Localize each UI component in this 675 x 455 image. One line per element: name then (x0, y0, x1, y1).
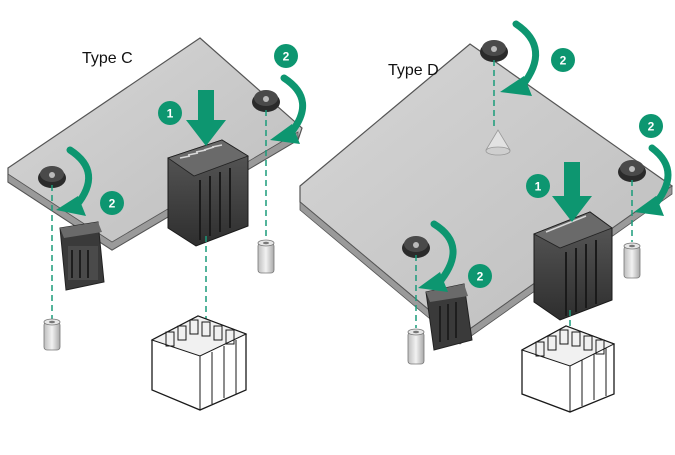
thumbscrew-icon (38, 166, 66, 188)
edge-connector-type-d (425, 283, 473, 351)
connector-icon (150, 315, 248, 411)
thumbscrew-icon (402, 236, 430, 258)
rotate-arrowhead-icon (270, 124, 300, 144)
step-badge-1: 1 (526, 174, 550, 198)
insert-arrow-icon (552, 162, 592, 222)
svg-text:1: 1 (167, 107, 174, 121)
panel-type-c: 1 2 2 (7, 37, 307, 411)
step-badge-1: 1 (158, 101, 182, 125)
rotate-arrow-icon (512, 20, 539, 90)
svg-text:2: 2 (283, 50, 290, 64)
edge-connector-type-c (59, 221, 105, 291)
rotate-arrowhead-icon (500, 76, 532, 96)
post-icon (485, 129, 511, 156)
rotate-arrow-icon (430, 220, 457, 288)
svg-text:2: 2 (109, 197, 116, 211)
svg-text:1: 1 (535, 180, 542, 194)
alignment-guides-type-c (51, 110, 267, 340)
step-badge-2: 2 (468, 264, 492, 288)
panel-label-type-c: Type C (82, 50, 133, 67)
board-connector-type-d (533, 211, 613, 321)
connector-icon (520, 325, 616, 413)
svg-text:2: 2 (477, 270, 484, 284)
step-badge-2: 2 (639, 114, 663, 138)
standoff-icon (43, 318, 61, 351)
panel-type-d: 1 2 2 2 (299, 20, 674, 413)
step-badge-2: 2 (100, 191, 124, 215)
standoff-icon (257, 239, 275, 274)
thumbscrew-icon (618, 160, 646, 182)
rotate-arrow-icon (280, 74, 307, 138)
panel-label-type-d: Type D (388, 62, 439, 79)
step-badge-2: 2 (274, 44, 298, 68)
rotate-arrowhead-icon (634, 196, 664, 216)
rotate-arrow-icon (66, 146, 93, 210)
standoff-icon (407, 328, 425, 365)
board-type-d (299, 43, 674, 345)
board-connector-type-c (167, 139, 249, 247)
thumbscrew-icon (480, 40, 508, 62)
svg-text:2: 2 (648, 120, 655, 134)
rotate-arrowhead-icon (56, 196, 86, 216)
step-badge-2: 2 (551, 48, 575, 72)
svg-text:2: 2 (560, 54, 567, 68)
standoff-icon (623, 242, 641, 279)
insert-arrow-icon (186, 90, 226, 146)
rotate-arrowhead-icon (418, 272, 448, 292)
thumbscrew-icon (252, 90, 280, 112)
